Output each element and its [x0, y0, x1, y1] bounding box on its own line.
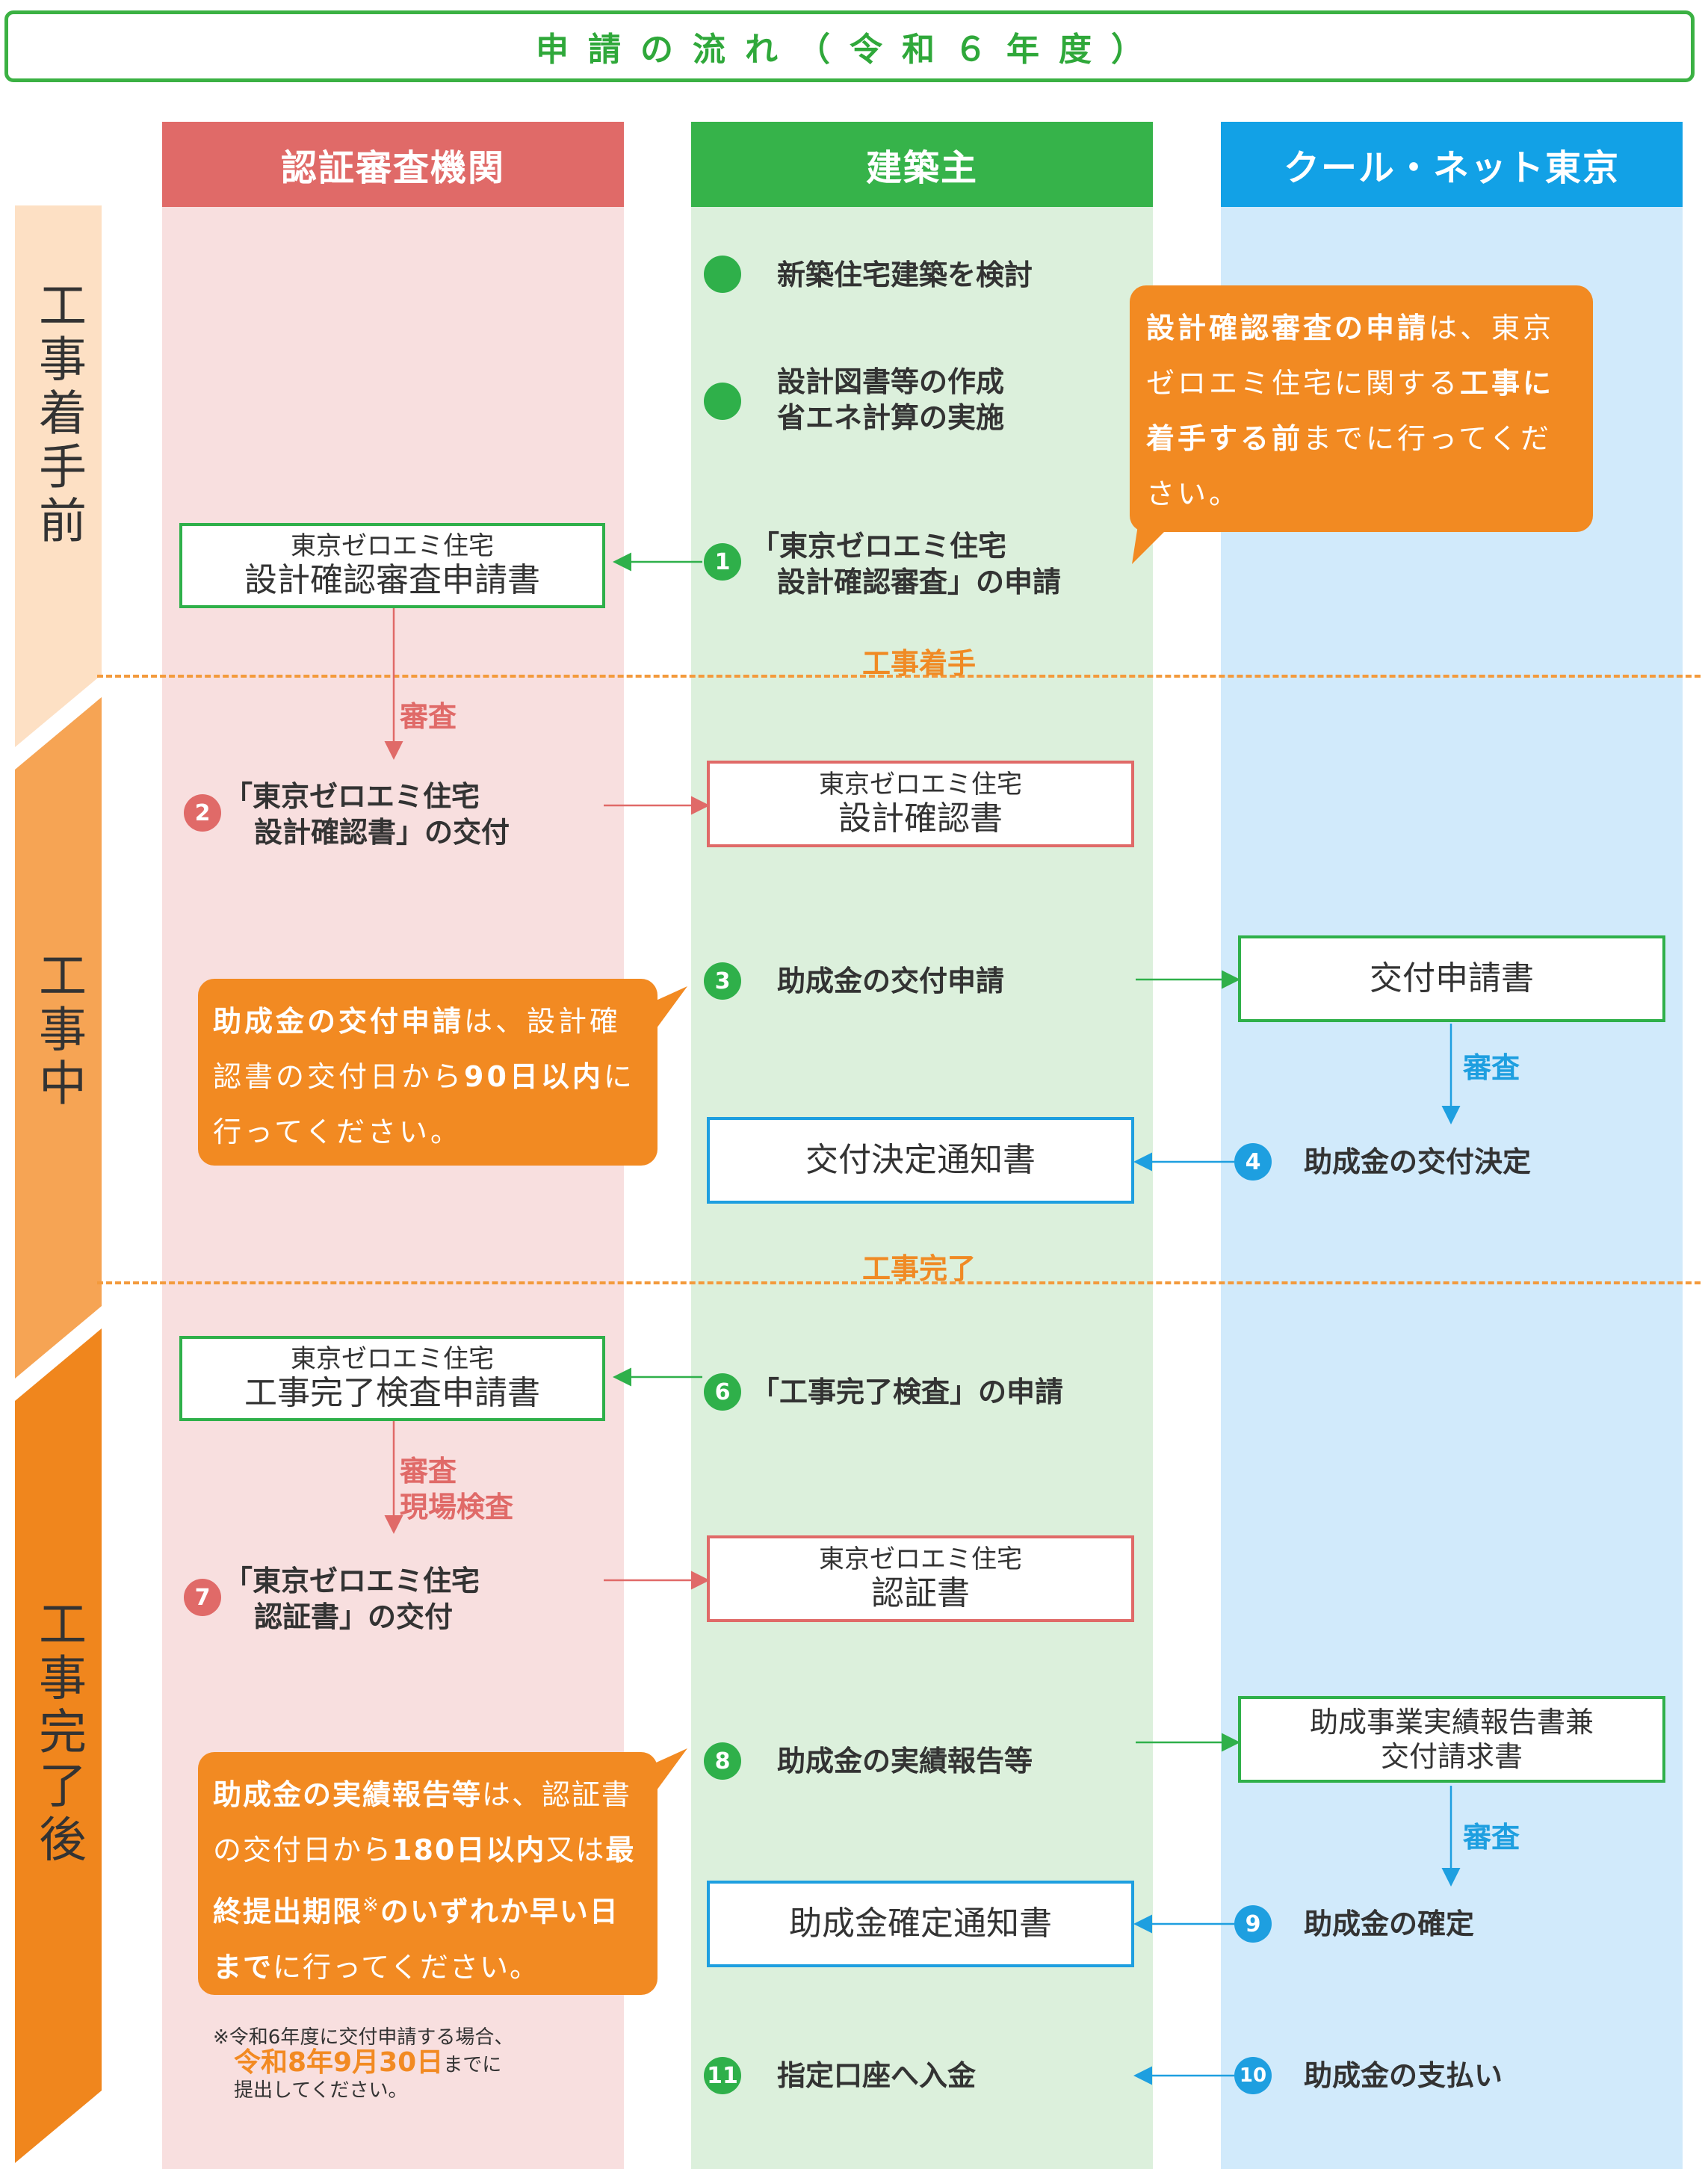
note2-bold2: 90日以内	[464, 1060, 604, 1093]
note1-text1: は、東京ゼロエミ住宅に関する	[1146, 312, 1555, 400]
doc-certificate: 東京ゼロエミ住宅 認証書	[707, 1535, 1134, 1622]
divider-complete-label: 工事完了	[861, 1252, 976, 1285]
footnote-line3: 提出してください。	[234, 2079, 408, 2102]
note3-text3: に行ってください。	[273, 1950, 539, 1984]
note2-text1: は、設計確認書の交付日から	[213, 1005, 622, 1093]
step-11-number: 11	[704, 2057, 741, 2094]
note-design-deadline: 設計確認審査の申請は、東京ゼロエミ住宅に関する工事に着手する前までに行ってくださ…	[1130, 285, 1593, 532]
step-4-number: 4	[1234, 1143, 1272, 1181]
step-10-text: 助成金の支払い	[1304, 2059, 1503, 2092]
doc-design-application-title: 設計確認審査申請書	[244, 561, 540, 599]
doc-design-certificate-sub: 東京ゼロエミ住宅	[819, 770, 1022, 799]
doc-design-application-sub: 東京ゼロエミ住宅	[291, 531, 494, 561]
doc-design-application: 東京ゼロエミ住宅 設計確認審査申請書	[179, 523, 605, 608]
step-9-number: 9	[1234, 1905, 1272, 1943]
note-grant-deadline: 助成金の交付申請は、設計確認書の交付日から90日以内に行ってください。	[198, 979, 657, 1166]
step-2-line1: 「東京ゼロエミ住宅	[224, 780, 480, 813]
doc-certificate-sub: 東京ゼロエミ住宅	[819, 1544, 1022, 1574]
doc-final-notice: 助成金確定通知書	[707, 1881, 1134, 1967]
footnote-line2-tail: までに	[443, 2054, 502, 2076]
note2-bold1: 助成金の交付申請	[213, 1005, 465, 1038]
review-label-inspect: 審査	[400, 1455, 457, 1488]
phase-band-during	[15, 697, 102, 1379]
step-4-text: 助成金の交付決定	[1304, 1145, 1532, 1178]
title-box: 申請の流れ（令和６年度）	[4, 10, 1695, 82]
note3-bold4: のいずれか早い日まで	[213, 1895, 619, 1984]
doc-grant-application: 交付申請書	[1238, 935, 1665, 1022]
page-title: 申請の流れ（令和６年度）	[536, 31, 1163, 69]
step-7-number: 7	[184, 1579, 221, 1616]
step-consider: 新築住宅建築を検討	[777, 259, 1033, 291]
footnote-date: 令和8年9月30日	[234, 2047, 444, 2078]
doc-grant-decision: 交付決定通知書	[707, 1117, 1134, 1204]
phase-before-label: 工事着手前	[31, 280, 86, 549]
phase-band-before	[15, 205, 102, 747]
doc-performance-report-line1: 助成事業実績報告書兼	[1309, 1706, 1594, 1739]
doc-design-certificate: 東京ゼロエミ住宅 設計確認書	[707, 761, 1134, 847]
doc-certificate-title: 認証書	[871, 1574, 970, 1612]
phase-after-label: 工事完了後	[31, 1599, 86, 1868]
note3-footnote-mark: ※	[362, 1894, 380, 1916]
step-3-number: 3	[704, 962, 741, 1000]
note1-bold1: 設計確認審査の申請	[1146, 312, 1429, 344]
doc-grant-decision-title: 交付決定通知書	[805, 1141, 1036, 1179]
review-label-design: 審査	[400, 700, 457, 733]
step-11-text: 指定口座へ入金	[777, 2059, 977, 2092]
footnote: ※令和6年度に交付申請する場合、 令和8年9月30日までに 提出してください。	[213, 2025, 631, 2103]
doc-final-notice-title: 助成金確定通知書	[789, 1905, 1052, 1943]
step-7-line1: 「東京ゼロエミ住宅	[224, 1565, 480, 1597]
step-prepare-line2: 省エネ計算の実施	[777, 401, 1005, 434]
review-label-report: 審査	[1463, 1821, 1520, 1854]
note2-text2: に行ってください。	[213, 1060, 635, 1148]
note1-bold2: 工事に着手する前	[1146, 367, 1555, 455]
step-1-line1: 「東京ゼロエミ住宅	[751, 530, 1007, 563]
step-3-text: 助成金の交付申請	[777, 965, 1005, 997]
divider-start	[97, 675, 1701, 678]
note1-text2: までに行ってください。	[1146, 422, 1552, 510]
step-8-text: 助成金の実績報告等	[777, 1745, 1033, 1777]
builder-header: 建築主	[691, 122, 1153, 207]
coolnet-header: クール・ネット東京	[1221, 122, 1683, 207]
doc-inspection-application-sub: 東京ゼロエミ住宅	[291, 1344, 494, 1374]
note-report-deadline: 助成金の実績報告等は、認証書の交付日から180日以内又は最終提出期限※のいずれか…	[198, 1752, 657, 1995]
step-10-number: 10	[1234, 2057, 1272, 2094]
review-label-grant: 審査	[1463, 1051, 1520, 1084]
step-7-line2: 認証書」の交付	[254, 1600, 454, 1633]
footnote-line1: ※令和6年度に交付申請する場合、	[213, 2026, 514, 2049]
doc-grant-application-title: 交付申請書	[1370, 959, 1534, 997]
note3-bold1: 助成金の実績報告等	[213, 1778, 483, 1811]
phase-band-after	[15, 1328, 102, 2163]
step-1-number: 1	[704, 543, 741, 581]
step-1-line2: 設計確認審査」の申請	[777, 566, 1062, 598]
phase-during-label: 工事中	[31, 950, 86, 1112]
review-label-site-inspection: 現場検査	[400, 1491, 514, 1523]
doc-inspection-application: 東京ゼロエミ住宅 工事完了検査申請書	[179, 1336, 605, 1421]
doc-design-certificate-title: 設計確認書	[838, 799, 1003, 838]
step-prepare-line1: 設計図書等の作成	[777, 365, 1005, 398]
agency-header: 認証審査機関	[162, 122, 624, 207]
divider-complete	[97, 1281, 1701, 1284]
doc-performance-report-line2: 交付請求書	[1380, 1740, 1523, 1773]
note3-bold2: 180日以内	[392, 1834, 546, 1866]
doc-performance-report: 助成事業実績報告書兼 交付請求書	[1238, 1696, 1665, 1783]
step-8-number: 8	[704, 1742, 741, 1780]
note3-bold3: 最終提出期限	[213, 1834, 636, 1928]
step-2-number: 2	[184, 794, 221, 832]
step-6-text: 「工事完了検査」の申請	[751, 1376, 1064, 1408]
note3-text2: 又は	[545, 1834, 606, 1866]
step-bullet-icon	[704, 256, 741, 293]
doc-inspection-application-title: 工事完了検査申請書	[244, 1374, 540, 1412]
step-9-text: 助成金の確定	[1304, 1907, 1475, 1940]
step-bullet-icon	[704, 383, 741, 420]
step-2-line2: 設計確認書」の交付	[254, 816, 510, 849]
step-6-number: 6	[704, 1373, 741, 1411]
note3-text1: は、認証書の交付日から	[213, 1778, 632, 1866]
divider-start-label: 工事着手	[861, 647, 976, 680]
